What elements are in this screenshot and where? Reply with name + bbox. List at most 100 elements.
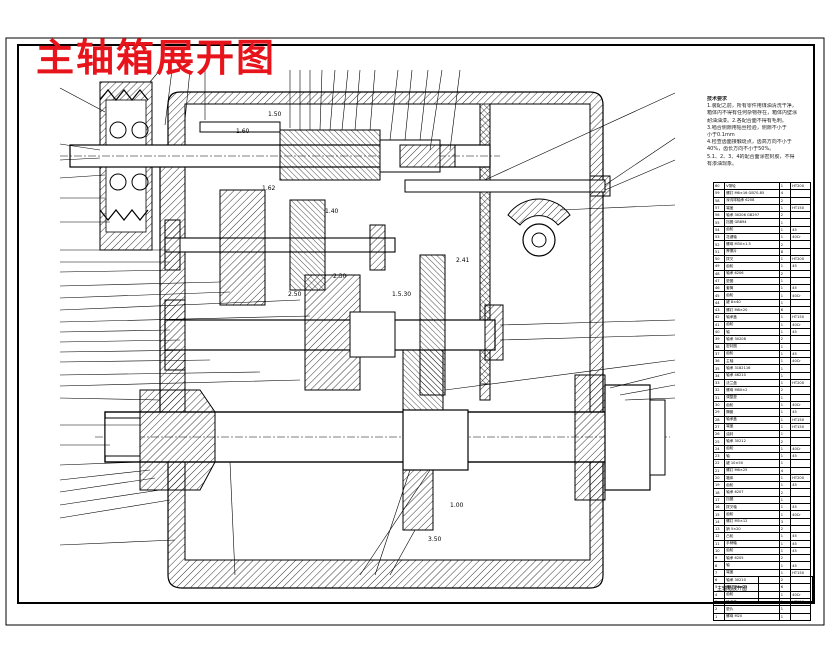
parts-list-cell: 1 <box>778 605 792 614</box>
parts-list-cell: 1 <box>778 371 792 381</box>
technical-notes: 技术要求 1.装配之前，所有零件用煤油清洗干净， 箱体内不得有任何杂物存在，箱体… <box>707 96 815 168</box>
dim-label: 1.62 <box>262 185 276 192</box>
parts-list-cell <box>790 342 811 351</box>
parts-list-cell: 齿轮 <box>724 262 780 271</box>
parts-list-cell: 55 <box>712 218 726 227</box>
parts-list-cell: 轴承 6207 <box>724 488 780 497</box>
dim-label: 1.50 <box>268 111 282 118</box>
title-block-cell <box>758 577 769 601</box>
parts-list-cell: 8 <box>712 561 726 570</box>
parts-list-cell: V带轮 <box>724 181 780 191</box>
dim-label: 2.30 <box>333 273 347 280</box>
parts-list-cell: 45 <box>790 532 811 541</box>
parts-list-cell: 法兰盘 <box>724 378 780 388</box>
parts-list-cell: 齿轮 <box>724 225 780 235</box>
parts-list-cell: 轴承盖 <box>724 415 780 424</box>
parts-list-cell: 螺钉 M6×16 GB70-85 <box>724 189 780 198</box>
parts-list-cell: 1 <box>778 284 792 293</box>
parts-list-cell: 33 <box>712 378 726 388</box>
parts-list-cell: 1 <box>778 422 792 432</box>
title-block: 主轴箱展开图 <box>713 576 813 602</box>
parts-list-cell: 2 <box>778 386 792 395</box>
parts-list-cell: HT200 <box>790 181 811 191</box>
parts-list-cell: 1 <box>778 320 792 329</box>
parts-list-cell: 46 <box>712 284 726 293</box>
parts-list-cell <box>790 211 811 220</box>
note-line: 5.1、2、3、4的配合面涂密封胶，不得 <box>707 153 795 160</box>
parts-list-cell: 1 <box>778 349 792 359</box>
parts-list-cell: 主轴 <box>724 357 780 366</box>
parts-list-cell: 8 <box>778 247 792 256</box>
parts-list-cell: 1 <box>778 327 792 337</box>
parts-list-cell: 3 <box>778 517 792 526</box>
dim-label: 2.41 <box>456 257 470 264</box>
parts-list-cell: 端盖 <box>724 203 780 213</box>
note-line: 1.装配之前，所有零件用煤油清洗干净， <box>707 103 797 110</box>
parts-list-cell: 拨叉 <box>724 254 780 264</box>
parts-list-cell: 16 <box>712 503 726 512</box>
parts-list-cell: 2 <box>712 605 726 614</box>
parts-list-cell: 12 <box>712 532 726 541</box>
parts-list-cell: 2 <box>778 554 792 563</box>
parts-list-cell <box>790 437 811 446</box>
parts-list-cell: 深沟球轴承 6208 <box>724 196 780 205</box>
parts-list-cell: 1 <box>778 408 792 417</box>
parts-list-cell: 40Cr <box>790 291 811 300</box>
parts-list-cell <box>790 386 811 395</box>
parts-list-cell: 4 <box>778 466 792 475</box>
parts-list-cell: 49 <box>712 262 726 271</box>
parts-list-cell: 1 <box>778 400 792 410</box>
parts-list-cell: 轴承 30206 GB297 <box>724 211 780 220</box>
parts-list-cell: 40Cr <box>790 320 811 329</box>
parts-list-cell: 45 <box>790 349 811 359</box>
parts-list-cell: 45 <box>790 481 811 490</box>
note-line: 3.啮合侧隙用铅丝检验，侧隙不小于 <box>707 124 787 131</box>
dim-label: 1.00 <box>450 502 464 509</box>
main-spindle <box>95 349 670 531</box>
parts-list-cell: 摩擦片 <box>724 247 780 256</box>
parts-list-cell: 45 <box>790 327 811 337</box>
parts-list-cell: 1 <box>778 181 792 191</box>
parts-list-cell: 28 <box>712 415 726 424</box>
dim-label: 2.50 <box>288 291 302 298</box>
parts-list-cell: 2 <box>778 524 792 534</box>
parts-list-cell: HT150 <box>790 203 811 213</box>
parts-list-cell: 6 <box>778 306 792 315</box>
parts-list-cell <box>790 517 811 526</box>
parts-list-cell <box>790 495 811 505</box>
parts-list-cell: 齿轮 <box>724 400 780 410</box>
parts-list-cell: 42 <box>712 313 726 322</box>
dim-label: 1.60 <box>236 128 250 135</box>
parts-list-cell: 2 <box>778 211 792 220</box>
parts-list-cell: 轴承 30208 <box>724 335 780 344</box>
parts-list-cell: 轴 <box>724 451 780 461</box>
outer-border <box>5 37 825 626</box>
parts-list-cell: 密封圈 <box>724 342 780 351</box>
parts-list-cell <box>790 612 811 621</box>
note-line: 耐油油漆。2.各配合面不得有毛刺。 <box>707 117 787 124</box>
note-line: 箱体内不得有任何杂物存在，箱体内壁涂 <box>707 110 798 117</box>
parts-list-cell: 1 <box>778 473 792 483</box>
parts-list-cell <box>790 393 811 402</box>
parts-list-cell <box>790 335 811 344</box>
parts-list-cell: HT150 <box>790 422 811 432</box>
parts-list-cell <box>790 430 811 439</box>
dimension-labels: 1.50 1.60 1.62 1.40 2.30 2.50 2.41 1.5.3… <box>236 111 470 543</box>
parts-list-cell: 56 <box>712 211 726 220</box>
parts-list-cell: 油封 <box>724 430 780 439</box>
parts-list-cell: 17 <box>712 495 726 505</box>
